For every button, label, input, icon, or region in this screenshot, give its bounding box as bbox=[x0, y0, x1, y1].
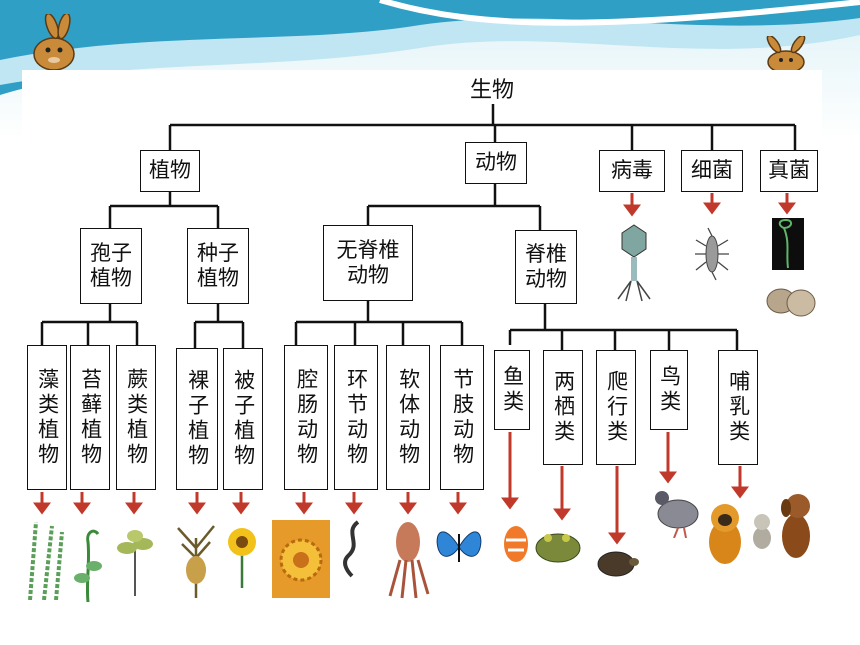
node-fern: 蕨类植物 bbox=[116, 345, 156, 490]
amphibian-picture bbox=[535, 533, 581, 563]
algae-picture bbox=[28, 522, 64, 600]
angiosperm-picture bbox=[228, 528, 256, 588]
node-bacteria: 细菌 bbox=[681, 150, 743, 192]
node-mammal: 哺乳类 bbox=[718, 350, 758, 465]
annelid-picture bbox=[343, 520, 360, 578]
node-reptile: 爬行类 bbox=[596, 350, 636, 465]
node-mollusc: 软体动物 bbox=[386, 345, 430, 490]
node-fish: 鱼类 bbox=[494, 350, 530, 430]
node-seed-plant: 种子植物 bbox=[187, 228, 249, 304]
node-virus: 病毒 bbox=[599, 150, 665, 192]
fungi-mold-picture bbox=[772, 218, 804, 270]
rabbit-right-icon bbox=[766, 36, 806, 74]
node-gymnosperm: 裸子植物 bbox=[176, 348, 218, 490]
root-label: 生物 bbox=[470, 78, 515, 103]
mammal-monkey-picture bbox=[709, 504, 741, 564]
mollusc-picture bbox=[388, 522, 430, 599]
bird-picture bbox=[655, 491, 699, 538]
arthropod-picture bbox=[436, 531, 482, 562]
node-animal: 动物 bbox=[465, 142, 527, 184]
fungi-mushroom-picture bbox=[766, 288, 816, 317]
node-spore-plant: 孢子植物 bbox=[80, 228, 142, 304]
node-bird: 鸟类 bbox=[650, 350, 688, 430]
node-coelenterate: 腔肠动物 bbox=[284, 345, 328, 490]
fern-picture bbox=[117, 530, 153, 596]
node-amphibian: 两栖类 bbox=[543, 350, 583, 465]
node-annelid: 环节动物 bbox=[334, 345, 378, 490]
virus-picture bbox=[617, 224, 651, 302]
node-vertebrate: 脊椎动物 bbox=[515, 230, 577, 304]
coelenterate-picture bbox=[272, 520, 330, 598]
node-algae: 藻类植物 bbox=[27, 345, 67, 490]
node-arthropod: 节肢动物 bbox=[440, 345, 484, 490]
node-angiosperm: 被子植物 bbox=[223, 348, 263, 490]
header-wave bbox=[0, 0, 860, 95]
reptile-picture bbox=[597, 551, 639, 577]
node-invertebrate: 无脊椎动物 bbox=[323, 225, 413, 301]
mammal-cat-picture bbox=[753, 514, 771, 549]
mammal-dog-picture bbox=[781, 494, 810, 558]
fish-picture bbox=[504, 526, 528, 562]
gymnosperm-picture bbox=[177, 525, 215, 598]
node-plant: 植物 bbox=[140, 150, 200, 192]
moss-picture bbox=[74, 529, 102, 602]
node-moss: 苔藓植物 bbox=[70, 345, 110, 490]
bacteria-picture bbox=[695, 227, 729, 281]
rabbit-left-icon bbox=[33, 14, 75, 71]
node-fungi: 真菌 bbox=[760, 150, 818, 192]
